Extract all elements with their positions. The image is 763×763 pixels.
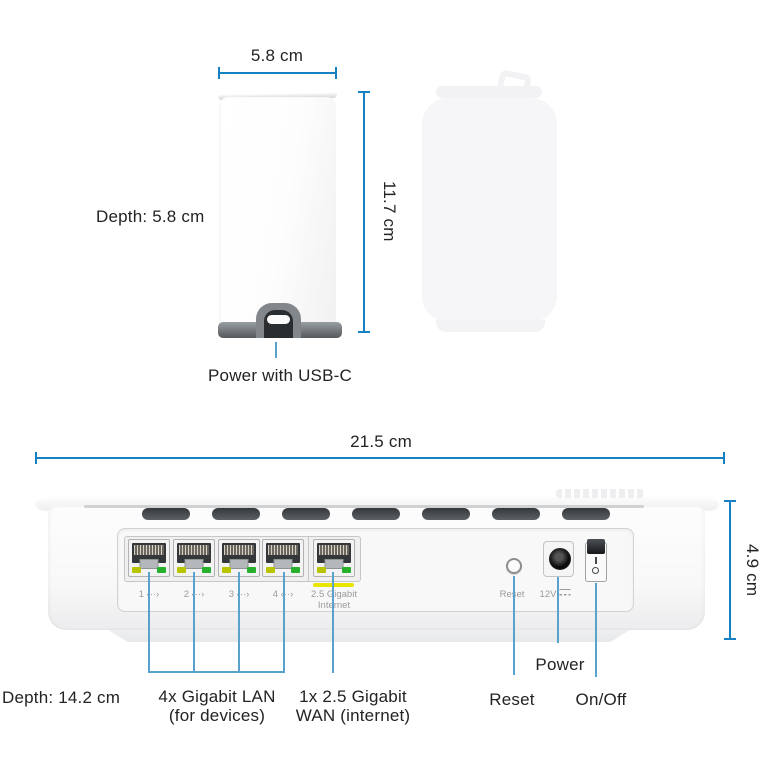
- barrel-connector-icon: [549, 548, 571, 570]
- wan-callout-line1: 1x 2.5 Gigabit: [299, 687, 407, 706]
- power-callout-label: Power: [535, 655, 585, 674]
- wan-callout-line2: WAN (internet): [295, 706, 411, 725]
- router-width-label: 21.5 cm: [350, 432, 412, 451]
- vent-slot: [282, 508, 330, 520]
- led-yellow: [132, 567, 141, 573]
- usb-c-callout-line: [275, 342, 277, 358]
- led-green: [157, 567, 166, 573]
- vent-slot: [492, 508, 540, 520]
- router-top-lid: [36, 486, 718, 509]
- led-yellow: [177, 567, 186, 573]
- lan-wan-divider: [308, 536, 309, 582]
- rj45-pins-icon: [222, 543, 256, 563]
- led-green: [247, 567, 256, 573]
- dc-voltage-icon: [559, 589, 571, 597]
- satellite-body: [219, 97, 336, 325]
- wan-callout-line: [332, 572, 334, 673]
- power-print: 12V: [540, 589, 571, 600]
- onoff-callout-line: [595, 583, 597, 677]
- lid-seam-shadow: [84, 505, 644, 508]
- satellite-width-label: 5.8 cm: [250, 46, 304, 65]
- lan3-callout-line: [238, 572, 240, 672]
- satellite-width-dimension-line: [218, 67, 337, 79]
- satellite-power-label: Power with USB-C: [208, 366, 352, 385]
- wan-port-print-line2: Internet: [317, 600, 351, 611]
- power-callout-line: [557, 577, 559, 643]
- led-yellow: [317, 567, 326, 573]
- power-print-text: 12V: [539, 589, 557, 600]
- power-switch-cap: [587, 539, 605, 554]
- can-body: [422, 98, 557, 322]
- led-green: [291, 567, 300, 573]
- led-green: [202, 567, 211, 573]
- rj45-clip-slot: [273, 559, 293, 569]
- power-jack: [543, 541, 574, 577]
- can-bottom-rim: [436, 320, 545, 332]
- router-width-dimension-line: [35, 452, 725, 464]
- lan-callout-line1: 4x Gigabit LAN: [158, 687, 276, 706]
- router-height-label: 4.9 cm: [743, 544, 762, 597]
- vent-slot: [562, 508, 610, 520]
- switch-off-mark: [592, 567, 599, 574]
- onoff-callout-label: On/Off: [575, 690, 627, 709]
- switch-on-mark: [595, 557, 597, 564]
- rj45-pins-icon: [177, 543, 211, 563]
- rj45-pins-icon: [317, 543, 351, 563]
- rj45-clip-slot: [324, 559, 344, 569]
- reset-callout-line: [513, 576, 515, 675]
- lan4-callout-line: [283, 572, 285, 672]
- wan-port: [313, 539, 355, 577]
- satellite-height-label: 11.7 cm: [380, 181, 399, 242]
- vent-slot: [142, 508, 190, 520]
- lan1-callout-line: [148, 572, 150, 672]
- vent-slot: [352, 508, 400, 520]
- rj45-pins-icon: [132, 543, 166, 563]
- lan2-callout-line: [193, 572, 195, 672]
- reset-button: [506, 558, 522, 574]
- led-green: [342, 567, 351, 573]
- wan-port-print-line1: 2.5 Gigabit: [311, 589, 357, 600]
- lan-port-4: [262, 539, 304, 577]
- lan-port-2: [173, 539, 215, 577]
- reset-callout-label: Reset: [489, 690, 535, 709]
- rj45-clip-slot: [229, 559, 249, 569]
- satellite-height-dimension-line: [358, 91, 370, 333]
- router-depth-label: Depth: 14.2 cm: [2, 688, 121, 707]
- led-yellow: [222, 567, 231, 573]
- lan-callout-label: 4x Gigabit LAN (for devices): [158, 687, 275, 725]
- usb-c-port-opening: [264, 310, 293, 338]
- wan-callout-label: 1x 2.5 Gigabit WAN (internet): [296, 687, 411, 725]
- usb-c-connector-icon: [267, 315, 290, 324]
- vent-slot: [422, 508, 470, 520]
- can-top-rim: [436, 86, 542, 98]
- lan-callout-line2: (for devices): [168, 706, 266, 725]
- satellite-depth-label: Depth: 5.8 cm: [96, 207, 205, 226]
- router-height-dimension-line: [724, 500, 736, 640]
- brand-embossing: [556, 489, 644, 498]
- lan-port-3: [218, 539, 260, 577]
- vent-slot: [212, 508, 260, 520]
- reset-print: Reset: [499, 589, 525, 600]
- rj45-clip-slot: [184, 559, 204, 569]
- rj45-clip-slot: [139, 559, 159, 569]
- led-yellow: [266, 567, 275, 573]
- rj45-pins-icon: [266, 543, 300, 563]
- lan-callout-bracket: [148, 671, 285, 673]
